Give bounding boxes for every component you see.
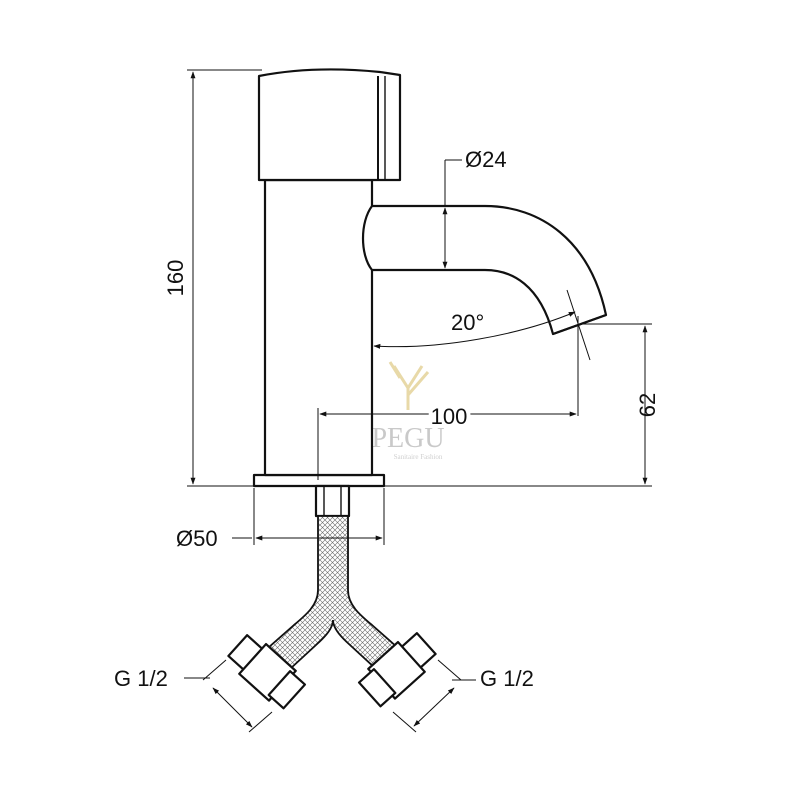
dim-arc-20deg (373, 311, 576, 349)
hose-connector (314, 484, 351, 518)
dimension-lines (184, 69, 652, 733)
watermark: PEGU Sanitaire Fashion (371, 361, 445, 461)
label-connection-left: G 1/2 (114, 666, 168, 691)
base-plate (252, 473, 386, 488)
label-spout-diameter: Ø24 (465, 147, 507, 172)
watermark-logo-icon (388, 361, 430, 410)
label-angle: 20° (451, 310, 484, 335)
label-base-diameter: Ø50 (176, 526, 218, 551)
watermark-brand: PEGU (371, 423, 444, 454)
watermark-tagline: Sanitaire Fashion (394, 453, 443, 461)
hose-trunk (258, 515, 408, 682)
spout (362, 204, 608, 336)
handle-head (257, 68, 402, 182)
left-fitting (227, 634, 307, 710)
label-spout-height: 62 (635, 393, 660, 417)
supply-hose (227, 515, 437, 710)
label-height-160: 160 (163, 260, 188, 297)
label-connection-right: G 1/2 (480, 666, 534, 691)
dim-line-g12-right (413, 687, 455, 727)
dimension-labels: 160 Ø24 20° 100 62 Ø50 G 1/2 G 1/2 (114, 147, 660, 691)
right-fitting (357, 632, 437, 708)
label-reach: 100 (431, 404, 468, 429)
dim-line-g12-left (212, 687, 253, 728)
